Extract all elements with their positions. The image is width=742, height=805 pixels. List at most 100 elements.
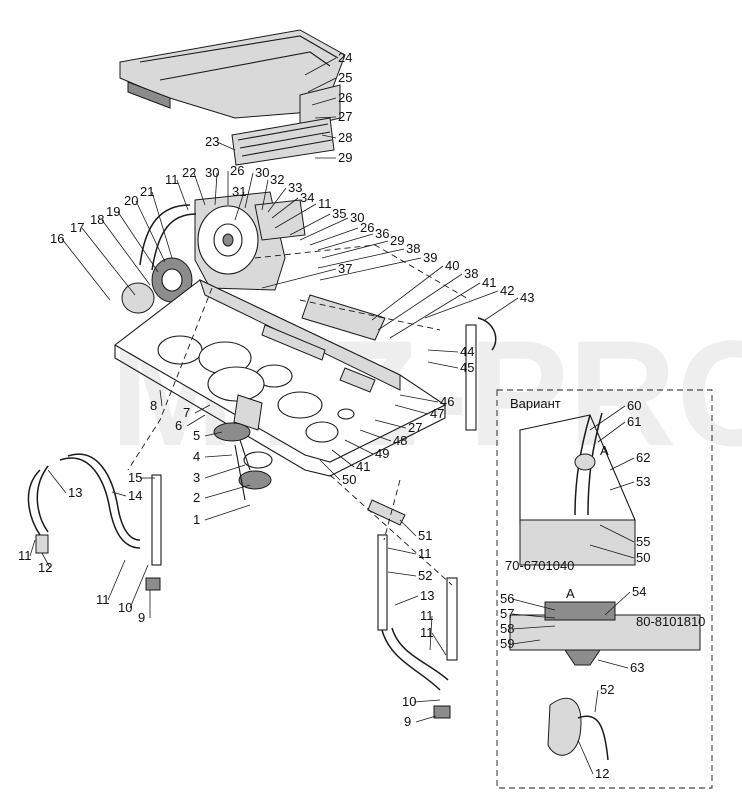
callout-leader-16	[61, 238, 111, 301]
callout-leader-26	[309, 227, 359, 246]
callout-leader-21	[151, 191, 173, 259]
callout-label-26: 26	[338, 90, 352, 105]
callout-label-2: 2	[193, 490, 200, 505]
callout-leader-3	[204, 464, 246, 479]
callout-label-44: 44	[460, 344, 474, 359]
callout-leader-26	[311, 97, 337, 106]
callout-leader-20	[135, 200, 166, 263]
callout-leader-11	[107, 559, 126, 601]
callout-label-63: 63	[630, 660, 644, 675]
callout-leader-13	[47, 469, 67, 494]
callout-label-40: 40	[445, 258, 459, 273]
callout-leader-12	[41, 552, 51, 569]
callout-leader-8	[159, 389, 163, 407]
callout-label-50: 50	[342, 472, 356, 487]
callout-label-6: 6	[175, 418, 182, 433]
callout-label-11: 11	[418, 546, 432, 561]
callout-leader-24	[304, 57, 337, 76]
callout-leader-19	[117, 211, 159, 273]
callout-label-21: 21	[140, 184, 154, 199]
callout-leader-10	[129, 564, 149, 609]
callout-leader-38	[377, 273, 463, 331]
callout-label-13: 13	[420, 588, 434, 603]
callout-label-23: 23	[205, 134, 219, 149]
callout-label-37: 37	[338, 261, 352, 276]
callout-leader-32	[261, 179, 269, 211]
callout-leader-25	[307, 77, 337, 93]
callout-leader-56	[511, 598, 556, 611]
variant-inset	[496, 389, 713, 789]
callout-leader-62	[609, 457, 635, 471]
callout-label-51: 51	[418, 528, 432, 543]
callout-label-9: 9	[404, 714, 411, 729]
callout-leader-40	[371, 265, 444, 321]
callout-leader-17	[81, 227, 136, 296]
callout-label-46: 46	[440, 394, 454, 409]
callout-label-30: 30	[350, 210, 364, 225]
callout-leader-4	[204, 454, 233, 458]
callout-label-52: 52	[418, 568, 432, 583]
callout-leader-27	[374, 419, 407, 429]
callout-label-12: 12	[595, 766, 609, 781]
callout-label-18: 18	[90, 212, 104, 227]
callout-label-24: 24	[338, 50, 352, 65]
callout-leader-45	[427, 361, 459, 369]
callout-label-1: 1	[193, 512, 200, 527]
callout-label-15: 15	[128, 470, 142, 485]
callout-leader-7	[194, 404, 211, 414]
callout-label-11: 11	[420, 625, 434, 640]
callout-leader-31	[234, 191, 245, 221]
callout-label-30: 30	[255, 165, 269, 180]
callout-label-45: 45	[460, 360, 474, 375]
callout-label-34: 34	[300, 190, 314, 205]
callout-label-8: 8	[150, 398, 157, 413]
callout-label-54: 54	[632, 584, 646, 599]
callout-label-11: 11	[420, 608, 434, 623]
top-cover-assembly	[119, 29, 346, 166]
callout-leader-11	[431, 632, 447, 656]
callout-leader-55	[599, 524, 635, 543]
variant-label: Вариант	[510, 396, 561, 411]
callout-leader-11	[387, 547, 417, 555]
callout-label-28: 28	[338, 130, 352, 145]
callout-leader-37	[261, 268, 337, 289]
callout-label-7: 7	[183, 405, 190, 420]
callout-label-43: 43	[520, 290, 534, 305]
callout-leader-44	[427, 349, 459, 353]
callout-label-29: 29	[390, 233, 404, 248]
left-hose-assembly	[27, 453, 162, 591]
callout-label-56: 56	[500, 591, 514, 606]
callout-leader-11	[274, 203, 317, 229]
callout-leader-42	[424, 290, 499, 319]
callout-label-19: 19	[106, 204, 120, 219]
callout-label-53: 53	[636, 474, 650, 489]
part-code-housing: 70-6701040	[505, 558, 574, 573]
callout-label-35: 35	[332, 206, 346, 221]
callout-label-50: 50	[636, 550, 650, 565]
callout-leader-60	[589, 405, 626, 431]
callout-label-13: 13	[68, 485, 82, 500]
callout-leader-11	[176, 179, 189, 211]
callout-label-11: 11	[165, 172, 179, 187]
callout-leader-53	[609, 481, 635, 491]
callout-leader-11	[429, 615, 433, 651]
callout-label-29: 29	[338, 150, 352, 165]
callout-label-4: 4	[193, 449, 200, 464]
callout-label-36: 36	[375, 226, 389, 241]
callout-label-14: 14	[128, 488, 142, 503]
callout-label-22: 22	[182, 165, 196, 180]
callout-label-25: 25	[338, 70, 352, 85]
callout-leader-14	[111, 491, 127, 497]
callout-leader-28	[321, 134, 337, 139]
callout-leader-58	[511, 625, 556, 630]
callout-label-17: 17	[70, 220, 84, 235]
callout-leader-12	[577, 739, 594, 775]
callout-label-27: 27	[338, 109, 352, 124]
callout-leader-50	[319, 459, 341, 481]
callout-leader-35	[289, 213, 331, 236]
callout-leader-30	[299, 217, 349, 241]
right-hose-assembly	[367, 317, 497, 719]
callout-label-5: 5	[193, 428, 200, 443]
callout-label-33: 33	[288, 180, 302, 195]
